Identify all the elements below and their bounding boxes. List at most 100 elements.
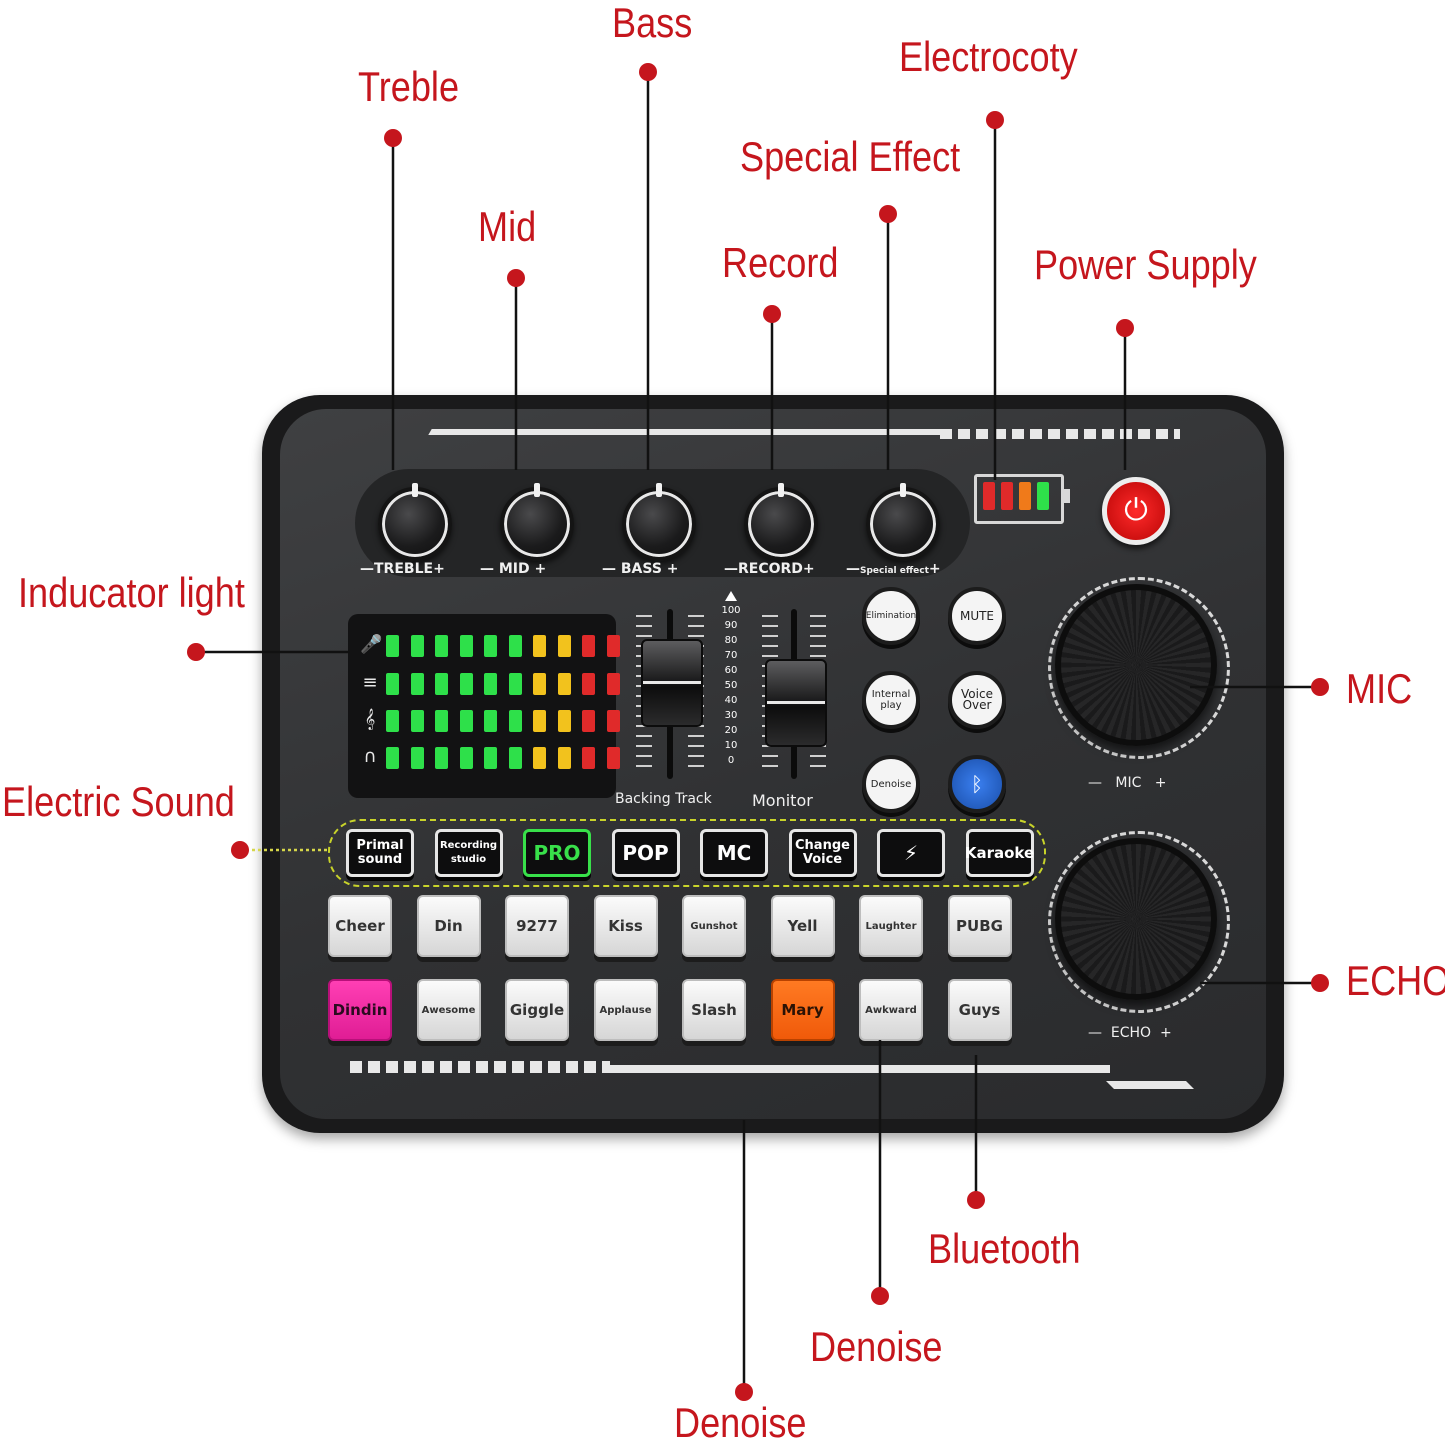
callout-electrocoty: Electrocoty <box>899 33 1078 80</box>
fader-scale-label: 30 <box>724 710 738 721</box>
meter-led <box>484 673 497 695</box>
primal-sound-button[interactable]: Primal sound <box>346 829 414 877</box>
mc-button[interactable]: MC <box>700 829 768 877</box>
fader-tick <box>810 615 826 617</box>
meter-led <box>410 710 424 732</box>
fader-tick <box>688 735 704 737</box>
bluetooth-icon: ᛒ <box>971 771 983 796</box>
sound-pad-awesome[interactable]: Awesome <box>416 979 481 1041</box>
meter-led <box>484 747 497 769</box>
sound-pad-guys[interactable]: Guys <box>947 979 1012 1041</box>
callout-treble: Treble <box>358 63 460 110</box>
fader-tick <box>688 615 704 617</box>
sound-pad-label: Awesome <box>421 1004 476 1016</box>
meter-led <box>435 747 448 769</box>
sound-pad-label: Guys <box>958 1001 1001 1019</box>
sound-pad-awkward[interactable]: Awkward <box>859 979 923 1041</box>
meter-led <box>533 673 546 695</box>
meter-led <box>435 710 448 732</box>
meter-led <box>435 673 448 695</box>
fader-scale-label: 70 <box>724 650 738 661</box>
internal-play-button[interactable]: Internal play <box>862 671 920 729</box>
fader-scale-label: 90 <box>724 620 738 631</box>
meter-led <box>386 747 399 769</box>
voice-over-button[interactable]: Voice Over <box>948 671 1006 729</box>
fader-tick <box>636 615 652 617</box>
meter-led <box>533 747 546 769</box>
elimination-button[interactable]: Elimination <box>862 587 920 645</box>
sound-pad-dindin[interactable]: Dindin <box>328 979 392 1041</box>
monitor-label: Monitor <box>752 791 813 810</box>
fader-tick <box>810 755 826 757</box>
fader-tick <box>810 635 826 637</box>
sound-pad-cheer[interactable]: Cheer <box>328 895 392 957</box>
lightning-button[interactable]: ⚡ <box>877 829 945 877</box>
mute-button[interactable]: MUTE <box>948 587 1006 645</box>
sound-pad-gunshot[interactable]: Gunshot <box>682 895 746 957</box>
fader-scale-label: 0 <box>727 755 735 766</box>
sound-pad-label: Slash <box>691 1001 737 1019</box>
denoise-button[interactable]: Denoise <box>862 755 920 813</box>
leader-dot-denoise-upper <box>871 1287 889 1305</box>
top-stripe <box>428 429 952 435</box>
meter-led <box>533 710 546 732</box>
treble-knob-label: —TREBLE+ <box>360 561 445 577</box>
sound-pad-din[interactable]: Din <box>416 895 481 957</box>
mid-knob[interactable] <box>500 483 574 561</box>
echo-knob-label: — ECHO + <box>1088 1025 1172 1041</box>
sound-pad-label: Mary <box>781 1001 824 1019</box>
leader-dot-special-effect <box>879 205 897 223</box>
monitor-fader[interactable] <box>765 658 827 747</box>
fader-tick <box>688 625 704 627</box>
sound-pad-pubg[interactable]: PUBG <box>947 895 1012 957</box>
echo-knob[interactable] <box>1055 838 1217 1000</box>
mic-knob-ring <box>1048 577 1230 759</box>
effect-button-label: Karaoke <box>964 844 1035 862</box>
meter-led <box>508 673 522 695</box>
battery-cell <box>1037 482 1049 510</box>
scale-up-arrow <box>725 591 737 601</box>
leader-dot-record <box>763 305 781 323</box>
power-button[interactable]: ⏻ <box>1102 477 1170 545</box>
meter-led <box>606 673 620 695</box>
recording-studio-button[interactable]: Recording studio <box>434 829 503 877</box>
sound-pad-applause[interactable]: Applause <box>593 979 658 1041</box>
fader-tick <box>688 635 704 637</box>
change-voice-button[interactable]: Change Voice <box>788 829 857 877</box>
sound-pad-9277[interactable]: 9277 <box>505 895 569 957</box>
sound-pad-mary[interactable]: Mary <box>770 979 835 1041</box>
callout-power-supply: Power Supply <box>1034 241 1257 288</box>
sound-pad-slash[interactable]: Slash <box>682 979 746 1041</box>
backing-track-fader[interactable] <box>641 639 703 728</box>
fader-tick <box>810 765 826 767</box>
pop-button[interactable]: POP <box>611 829 680 877</box>
callout-bluetooth: Bluetooth <box>928 1225 1081 1272</box>
treble-knob[interactable] <box>378 483 452 561</box>
effect-button-label: Primal sound <box>356 838 404 867</box>
effect-button-label: Change Voice <box>795 838 850 867</box>
callout-echo: ECHO <box>1346 957 1445 1004</box>
bluetooth-button[interactable]: ᛒ <box>948 755 1006 813</box>
mic-knob[interactable] <box>1055 584 1217 746</box>
sound-pad-laughter[interactable]: Laughter <box>859 895 923 957</box>
karaoke-button[interactable]: Karaoke <box>964 829 1035 877</box>
sound-pad-kiss[interactable]: Kiss <box>593 895 658 957</box>
pro-button[interactable]: PRO <box>523 829 591 877</box>
sound-pad-yell[interactable]: Yell <box>770 895 835 957</box>
sound-pad-label: Yell <box>787 917 818 935</box>
bottom-dashes <box>350 1061 610 1073</box>
sound-pad-label: Gunshot <box>690 920 738 932</box>
record-knob[interactable] <box>744 483 818 561</box>
meter-led <box>386 710 399 732</box>
leader-dot-electrocoty <box>986 111 1004 129</box>
meter-led <box>508 635 522 657</box>
bass-knob[interactable] <box>622 483 696 561</box>
special-effect-knob[interactable] <box>866 483 940 561</box>
leader-dot-echo <box>1311 974 1329 992</box>
sound-pad-label: Din <box>434 917 463 935</box>
callout-special-effect: Special Effect <box>740 133 961 180</box>
meter-led <box>533 635 546 657</box>
sound-pad-giggle[interactable]: Giggle <box>505 979 569 1041</box>
bottom-stripe-angle <box>1106 1081 1194 1089</box>
leader-dot-mic <box>1311 678 1329 696</box>
